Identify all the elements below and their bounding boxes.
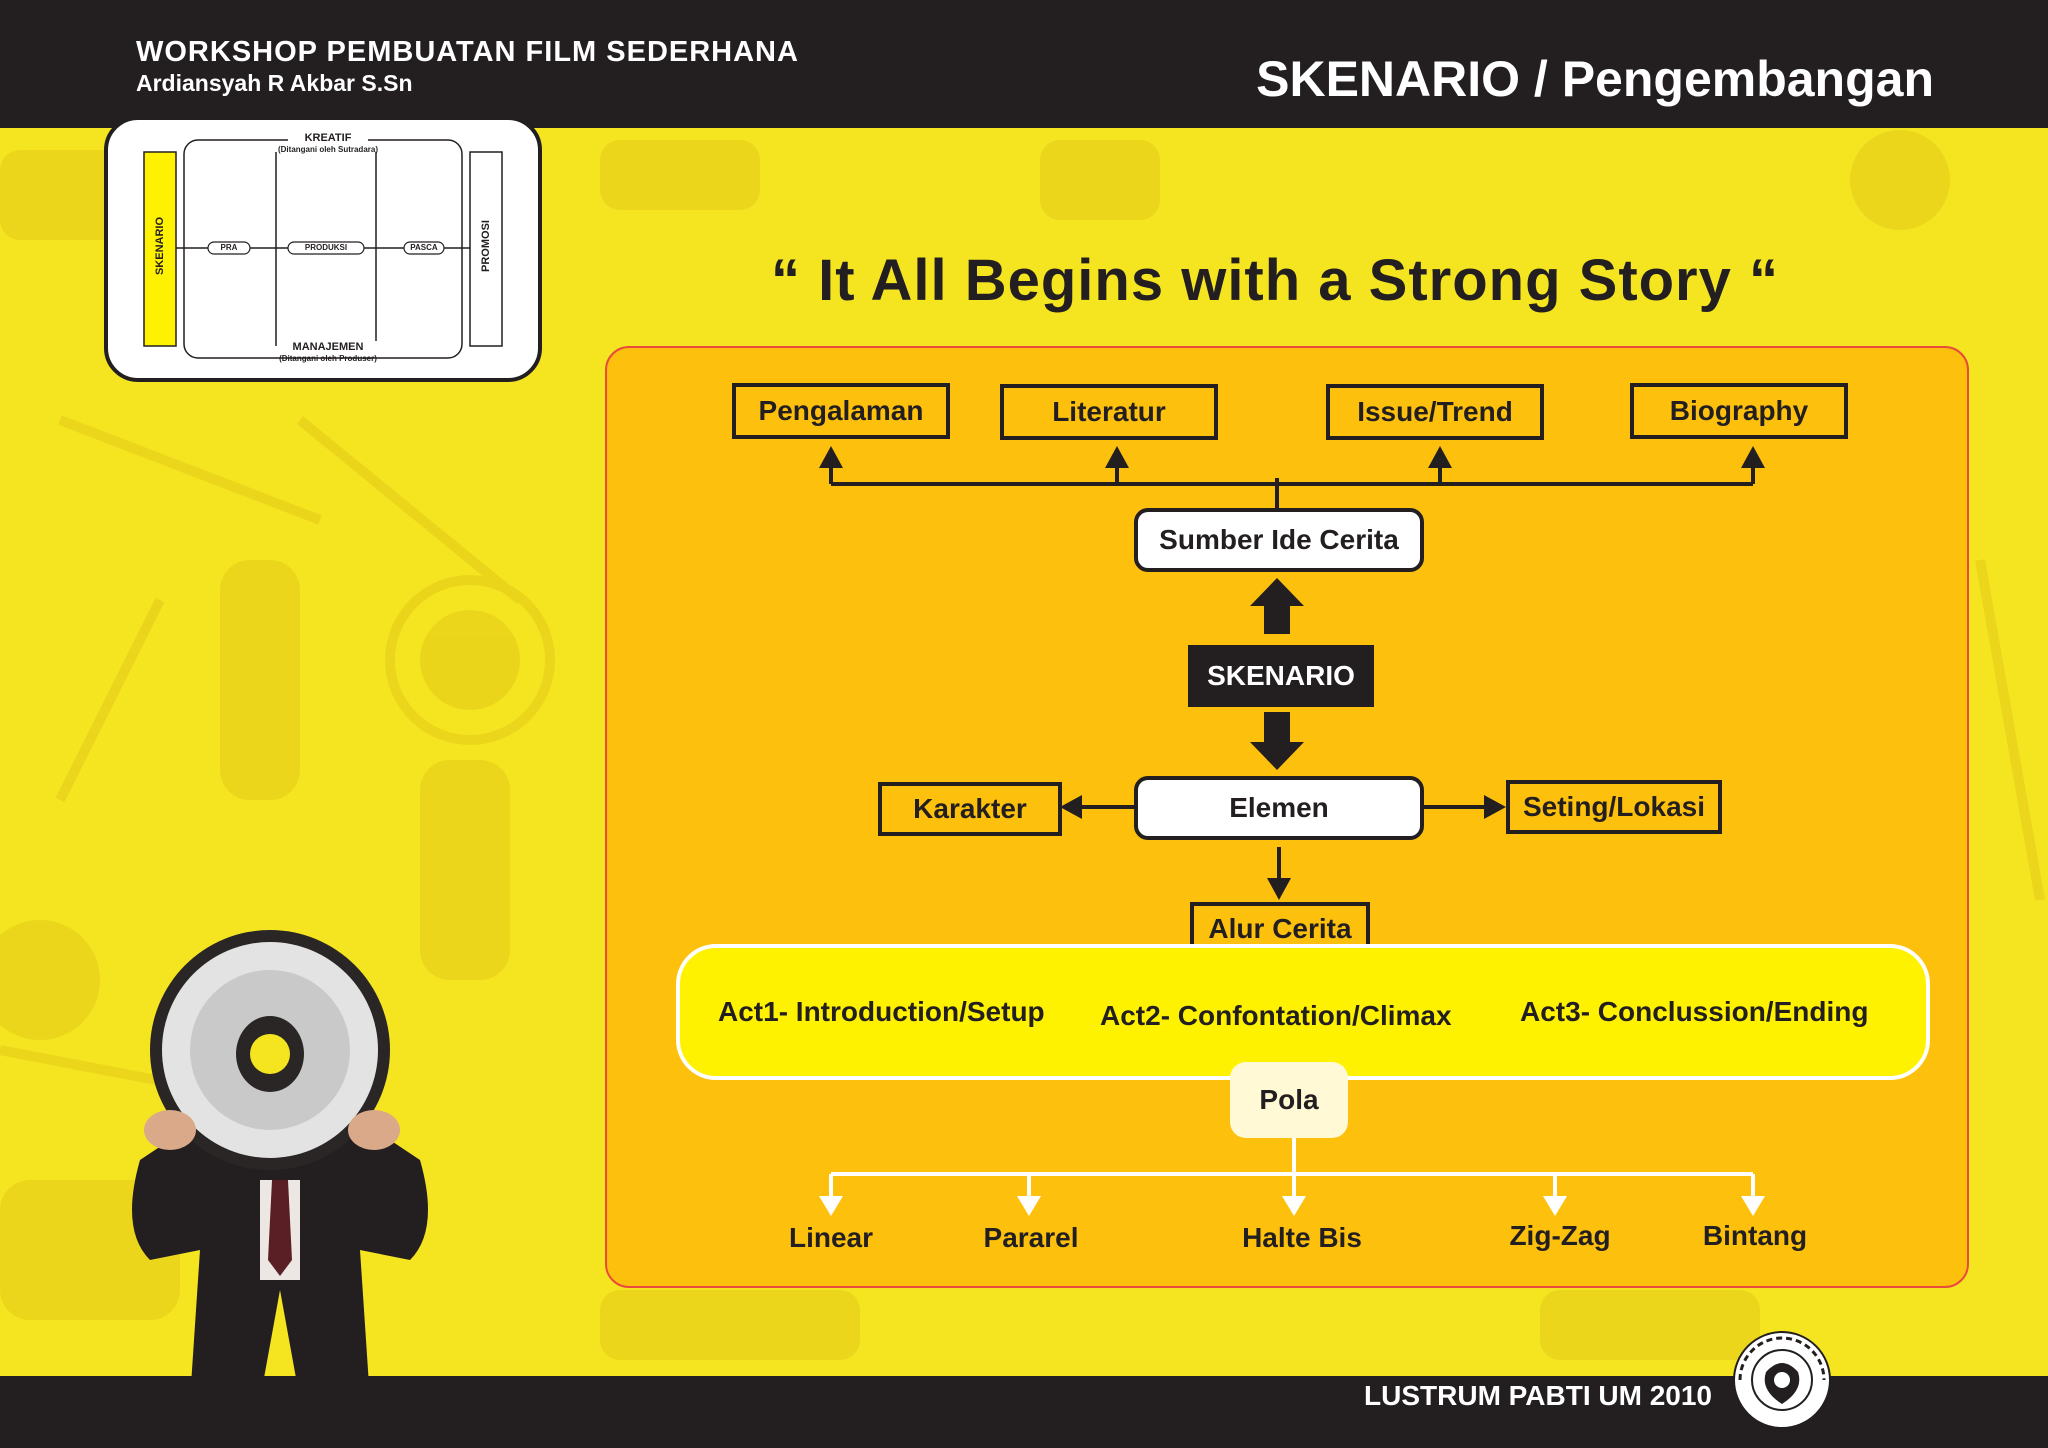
- headline-quote: “ It All Begins with a Strong Story “: [770, 248, 1780, 313]
- thumb-manajemen: MANAJEMEN: [278, 341, 378, 353]
- elemen-box: Elemen: [1134, 776, 1424, 840]
- source-issue-trend: Issue/Trend: [1326, 384, 1544, 440]
- pattern-linear: Linear: [788, 1222, 874, 1253]
- workshop-title: WORKSHOP PEMBUATAN FILM SEDERHANA: [136, 36, 799, 68]
- header-bar: [0, 0, 2048, 128]
- pattern-bintang: Bintang: [1702, 1220, 1808, 1251]
- karakter-box: Karakter: [878, 782, 1062, 836]
- footer-bar: [0, 1376, 2048, 1448]
- source-pengalaman: Pengalaman: [732, 383, 950, 439]
- acts-band: [676, 944, 1930, 1080]
- source-literatur: Literatur: [1000, 384, 1218, 440]
- act3-label: Act3- Conclussion/Ending: [1520, 996, 1869, 1027]
- act1-label: Act1- Introduction/Setup: [718, 996, 1045, 1027]
- workflow-thumbnail: KREATIF (Ditangani oleh Sutradara) MANAJ…: [104, 116, 542, 382]
- thumb-kreatif: KREATIF: [288, 132, 368, 144]
- thumb-manajemen-sub: (Ditangani oleh Produser): [279, 354, 377, 363]
- thumb-pasca: PASCA: [410, 243, 438, 252]
- source-biography: Biography: [1630, 383, 1848, 439]
- thumb-kreatif-sub: (Ditangani oleh Sutradara): [277, 145, 378, 154]
- pola-box: Pola: [1230, 1062, 1348, 1138]
- megaphone-man-illustration: [132, 930, 428, 1407]
- act2-label: Act2- Confontation/Climax: [1100, 1000, 1452, 1031]
- pattern-pararel: Pararel: [983, 1222, 1079, 1253]
- pattern-halte-bis: Halte Bis: [1242, 1222, 1362, 1253]
- pattern-zig-zag: Zig-Zag: [1509, 1220, 1611, 1251]
- footer-text: LUSTRUM PABTI UM 2010: [1364, 1380, 1712, 1411]
- sumber-ide-cerita-box: Sumber Ide Cerita: [1134, 508, 1424, 572]
- thumb-produksi: PRODUKSI: [304, 243, 348, 252]
- thumb-pra: PRA: [220, 243, 238, 252]
- university-seal-logo: [1733, 1331, 1831, 1429]
- seting-lokasi-box: Seting/Lokasi: [1506, 780, 1722, 834]
- page-title: SKENARIO / Pengembangan: [1256, 51, 1934, 107]
- skenario-box: SKENARIO: [1188, 645, 1374, 707]
- author-name: Ardiansyah R Akbar S.Sn: [136, 70, 413, 96]
